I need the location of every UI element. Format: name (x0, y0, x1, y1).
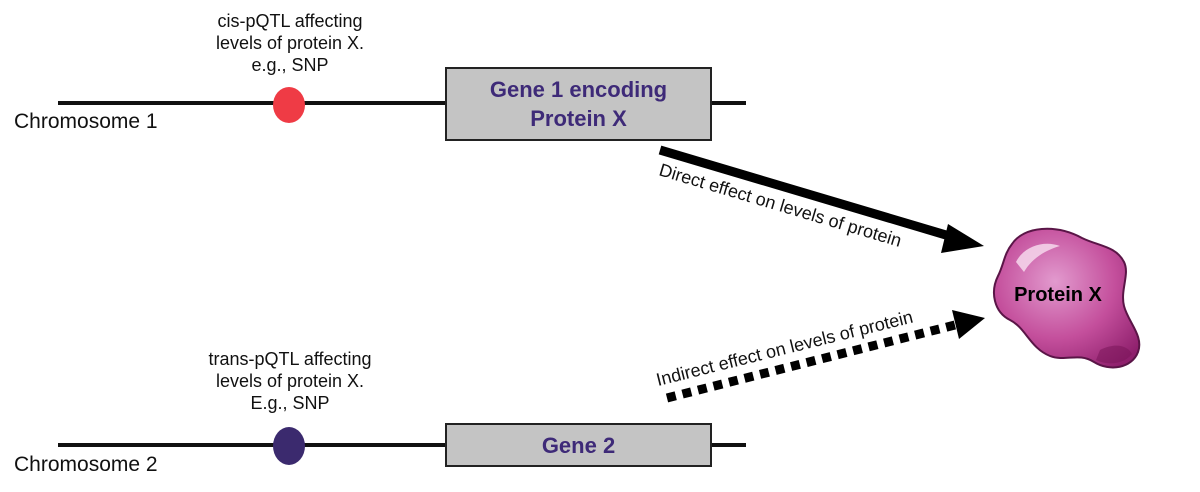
chromosome-2-label: Chromosome 2 (14, 453, 158, 476)
protein-x-shape (993, 227, 1141, 369)
chromosome-1-line (58, 101, 746, 105)
trans-pqtl-label-line-3: E.g., SNP (250, 393, 330, 413)
direct-effect-label: Direct effect on levels of protein (657, 160, 904, 251)
trans-snp-dot (273, 427, 305, 465)
trans-pqtl-label: trans-pQTL affecting levels of protein X… (180, 348, 400, 414)
protein-x-label: Protein X (1014, 284, 1102, 306)
direct-effect-arrowhead (941, 224, 984, 253)
protein-x-shadow (1096, 345, 1132, 364)
trans-pqtl-label-line-1: trans-pQTL affecting (208, 349, 372, 369)
chromosome-1-label: Chromosome 1 (14, 110, 158, 133)
cis-pqtl-label: cis-pQTL affecting levels of protein X. … (188, 10, 392, 76)
cis-pqtl-label-line-3: e.g., SNP (251, 55, 329, 75)
direct-effect-arrow (658, 145, 984, 253)
gene-1-label-line-2: Protein X (530, 106, 627, 131)
cis-snp-dot (273, 87, 305, 123)
protein-x-highlight (1016, 243, 1060, 272)
gene-1-label-line-1: Gene 1 encoding (489, 77, 668, 102)
indirect-effect-arrow-shaft (665, 320, 957, 403)
cis-pqtl-label-line-2: levels of protein X. (215, 33, 365, 53)
indirect-effect-arrow (665, 310, 985, 403)
gene-2-box: Gene 2 (445, 423, 712, 467)
direct-effect-arrow-shaft (658, 145, 958, 243)
gene-2-label: Gene 2 (541, 432, 616, 458)
protein-x-blob (993, 227, 1141, 369)
trans-pqtl-label-line-2: levels of protein X. (215, 371, 365, 391)
chromosome-2-line (58, 443, 746, 447)
cis-pqtl-label-line-1: cis-pQTL affecting (217, 11, 363, 31)
indirect-effect-arrowhead (952, 310, 985, 339)
gene-1-box: Gene 1 encoding Protein X (445, 67, 712, 141)
